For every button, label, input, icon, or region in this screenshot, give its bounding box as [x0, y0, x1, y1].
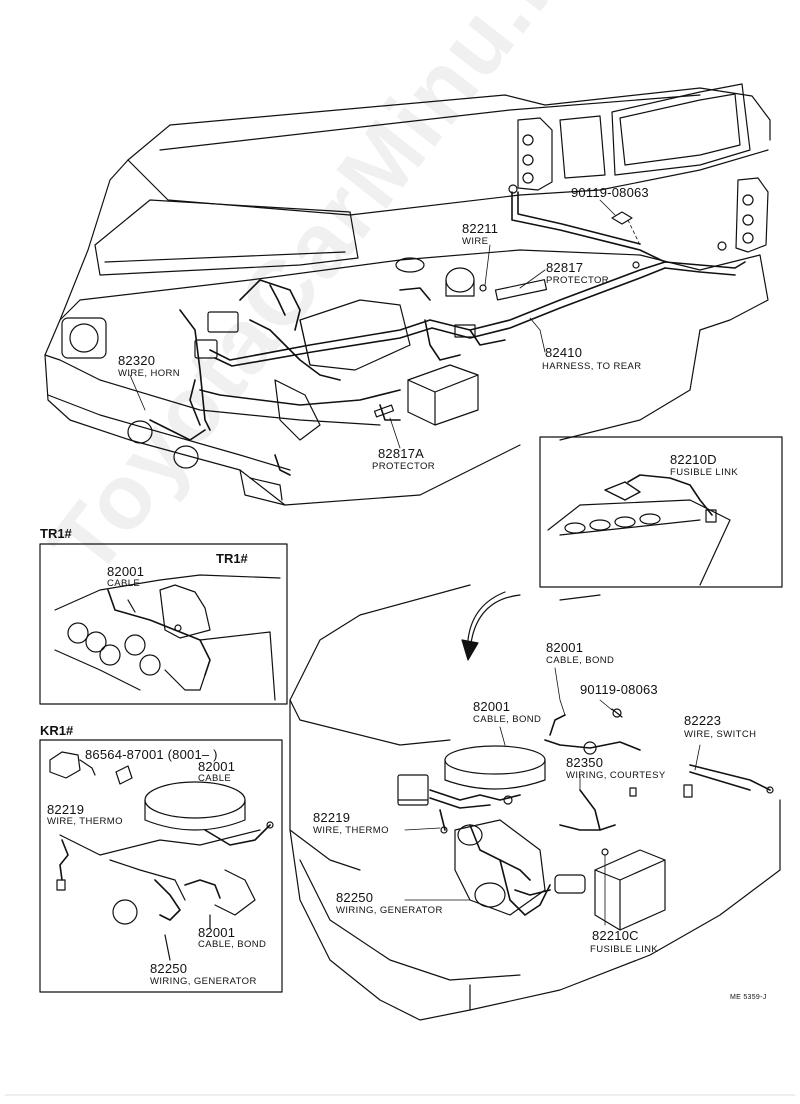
tr1-label-82001-desc: CABLE — [107, 578, 141, 589]
leader-lines-lower — [404, 667, 701, 926]
label-82210d: 82210D — [670, 452, 717, 467]
direction-arrow — [461, 591, 521, 661]
kr1-label-82250-desc: WIRING, GENERATOR — [150, 976, 257, 987]
label-90119-08063-mid: 90119-08063 — [580, 682, 658, 697]
label-82001-main: 82001 — [546, 640, 584, 655]
label-82410: 82410 — [545, 345, 583, 360]
top-components — [194, 184, 727, 418]
label-82001-main-desc: CABLE, BOND — [546, 655, 615, 666]
label-82211-desc: WIRE — [462, 236, 489, 247]
inset-fusible-link-frame — [539, 436, 783, 588]
kr1-label-82001-a-desc: CABLE — [198, 773, 232, 784]
label-82219-main-desc: WIRE, THERMO — [313, 825, 389, 836]
label-82350: 82350 — [566, 755, 604, 770]
label-82250-main-desc: WIRING, GENERATOR — [336, 905, 443, 916]
label-82817-desc: PROTECTOR — [546, 275, 610, 286]
kr1-label-82250: 82250 — [150, 961, 188, 976]
lower-connectors — [440, 708, 774, 856]
label-82001-mid: 82001 — [473, 699, 511, 714]
label-82817a-desc: PROTECTOR — [372, 461, 436, 472]
inset-kr1-frame — [39, 739, 283, 993]
label-82410-desc: HARNESS, TO REAR — [542, 361, 642, 372]
label-82219-main: 82219 — [313, 810, 351, 825]
inset-tr1-inner-title: TR1# — [216, 551, 248, 566]
label-82320: 82320 — [118, 353, 156, 368]
tr1-label-82001: 82001 — [107, 564, 145, 579]
label-82210c: 82210C — [592, 928, 639, 943]
kr1-label-86564: 86564-87001 (8001– ) — [85, 747, 218, 762]
inset-kr1-title: KR1# — [40, 723, 74, 738]
kr1-label-82001-b: 82001 — [198, 925, 236, 940]
label-82320-desc: WIRE, HORN — [118, 368, 181, 379]
leader-lines-top — [129, 199, 641, 449]
inset-tr1-title: TR1# — [40, 526, 72, 541]
label-82817: 82817 — [546, 260, 584, 275]
label-82210c-desc: FUSIBLE LINK — [590, 944, 659, 955]
van-body-outline — [44, 83, 771, 506]
inset-tr1-frame — [39, 543, 288, 705]
lower-wiring — [429, 714, 771, 916]
kr1-label-82001-a: 82001 — [198, 759, 236, 774]
label-82223: 82223 — [684, 713, 722, 728]
drawing-code: ME 5359-J — [730, 994, 767, 1001]
label-82350-desc: WIRING, COURTESY — [566, 770, 666, 781]
lower-van-outline — [289, 584, 781, 1021]
kr1-label-82001-b-desc: CABLE, BOND — [198, 939, 267, 950]
kr1-label-82219: 82219 — [47, 802, 85, 817]
label-82210d-desc: FUSIBLE LINK — [670, 467, 739, 478]
label-82817a: 82817A — [378, 446, 425, 461]
label-90119-08063-top: 90119-08063 — [571, 185, 649, 200]
label-82250-main: 82250 — [336, 890, 374, 905]
label-82211: 82211 — [462, 221, 499, 236]
harness-routing — [149, 191, 746, 476]
label-82223-desc: WIRE, SWITCH — [684, 729, 757, 740]
label-82001-mid-desc: CABLE, BOND — [473, 714, 542, 725]
kr1-label-82219-desc: WIRE, THERMO — [47, 816, 123, 827]
